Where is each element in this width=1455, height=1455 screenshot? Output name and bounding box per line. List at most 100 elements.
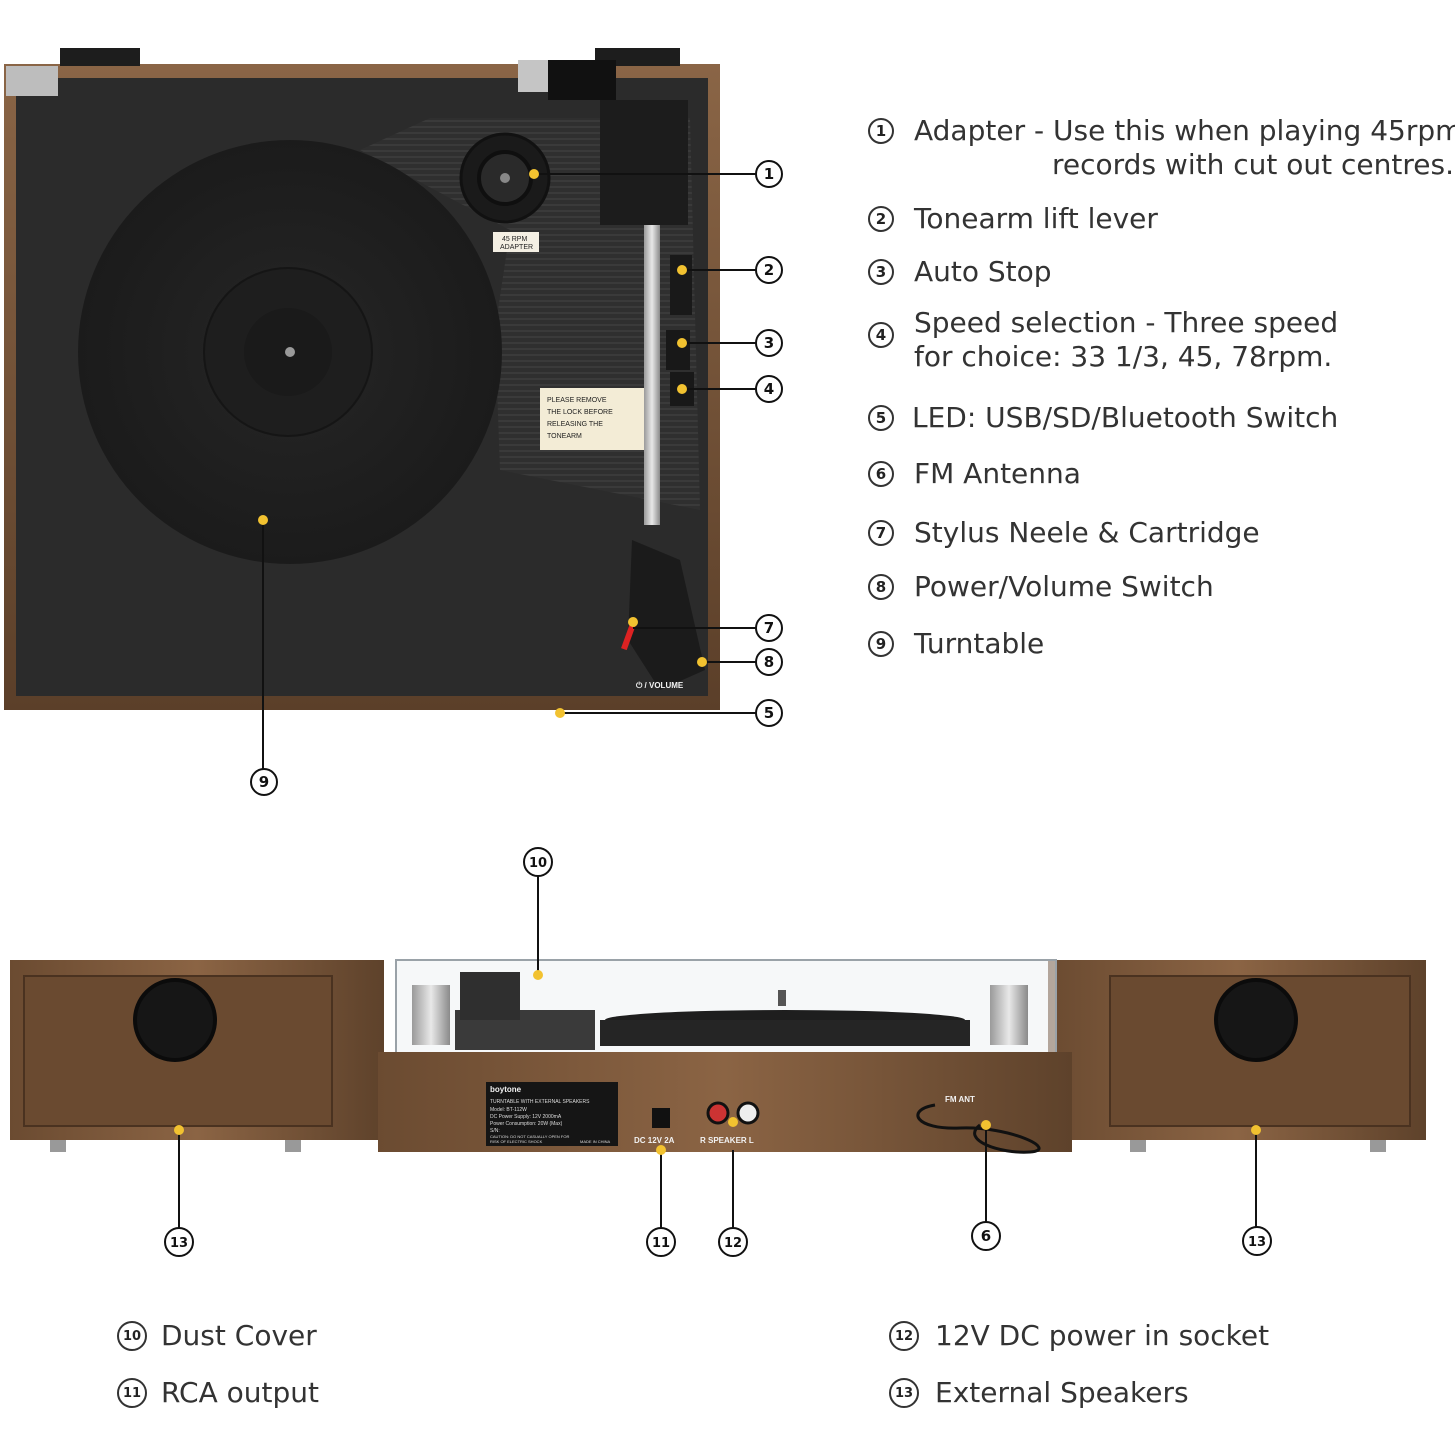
marker-9 (250, 768, 278, 796)
legend-item-8: 8 Power/Volume Switch (868, 570, 1214, 604)
callout-12: 12 (718, 1117, 748, 1257)
legend-label-11: RCA output (161, 1376, 320, 1409)
legend-label-13: External Speakers (935, 1376, 1189, 1409)
legend-label-4-line2: for choice: 33 1/3, 45, 78rpm. (914, 340, 1333, 373)
marker-13-left-num: 13 (170, 1236, 188, 1251)
lock-sticker-line4: TONEARM (547, 433, 582, 440)
speaker-label: R SPEAKER L (700, 1136, 754, 1145)
legend-label-3: Auto Stop (914, 255, 1052, 288)
marker-8 (755, 648, 783, 676)
legend-item-6: 6 FM Antenna (868, 457, 1081, 491)
legend-item-12: 12 12V DC power in socket (889, 1319, 1269, 1353)
rating-line3: DC Power Supply: 12V 2000mA (490, 1114, 562, 1120)
legend-label-8: Power/Volume Switch (914, 570, 1214, 603)
rating-line6: CAUTION: DO NOT CASUALLY OPEN FOR (490, 1134, 569, 1139)
hinge-right (595, 48, 680, 66)
dot-10 (533, 970, 543, 980)
hinge-rear-right (990, 985, 1028, 1045)
speaker-right-foot-a (1130, 1140, 1146, 1152)
callout-13-left: 13 (164, 1125, 194, 1257)
marker-11-num: 11 (652, 1236, 670, 1251)
lift-lever (670, 255, 692, 315)
tonearm-counterweight (600, 100, 688, 225)
rear-view: boytone TURNTABLE WITH EXTERNAL SPEAKERS… (10, 959, 1426, 1154)
auto-stop-switch (666, 330, 690, 370)
marker-5 (755, 699, 783, 727)
rating-line7: RISK OF ELECTRIC SHOCK (490, 1139, 543, 1144)
marker-9-num: 9 (259, 773, 269, 791)
platter-rear-edge (600, 1020, 970, 1046)
adapter-sticker-line1: 45 RPM (502, 236, 527, 243)
legend-num-8: 8 (868, 574, 894, 600)
legend-num-4: 4 (868, 322, 894, 348)
rca-left-jack (736, 1101, 760, 1125)
marker-12-num: 12 (724, 1236, 742, 1251)
rating-line4: Power Consumption: 20W (Max) (490, 1121, 563, 1127)
legend-num-6: 6 (868, 461, 894, 487)
dot-11 (656, 1145, 666, 1155)
callout-6: 6 (971, 1120, 1001, 1251)
dot-5 (555, 708, 565, 718)
legend-label-12: 12V DC power in socket (935, 1319, 1270, 1352)
marker-10-num: 10 (529, 856, 547, 871)
callout-7: 7 (628, 614, 783, 642)
marker-4-num: 4 (764, 380, 774, 398)
callout-2: 2 (677, 256, 783, 284)
rating-line1: TURNTABLE WITH EXTERNAL SPEAKERS (490, 1099, 590, 1105)
callout-13-right: 13 (1242, 1125, 1272, 1256)
legend-num-5: 5 (868, 405, 894, 431)
turntable-top-view: 45 RPM ADAPTER PLEASE REMOVE THE LOCK BE… (4, 48, 720, 710)
marker-3 (755, 329, 783, 357)
marker-11 (646, 1227, 676, 1257)
legend-num-7: 7 (868, 520, 894, 546)
marker-4 (755, 375, 783, 403)
legend-num-1: 1 (868, 118, 894, 144)
adapter-sticker (493, 232, 539, 252)
callout-11: 11 (646, 1145, 676, 1257)
speaker-left-port (133, 978, 217, 1062)
legend-label-1: Adapter - Use this when playing 45rpm re… (914, 114, 1455, 182)
dot-13-right (1251, 1125, 1261, 1135)
hinge-bracket-left (6, 66, 58, 96)
adapter-hole (500, 173, 510, 183)
legend-label-4-line1: Speed selection - Three speed (914, 306, 1339, 339)
callout-10: 10 (523, 847, 553, 980)
fm-label: FM ANT (945, 1095, 975, 1104)
legend-item-13: 13 External Speakers (889, 1376, 1189, 1410)
hinge-left (60, 48, 140, 66)
marker-12 (718, 1227, 748, 1257)
dc-label: DC 12V 2A (634, 1136, 675, 1145)
lock-sticker (540, 388, 648, 450)
dot-4 (677, 384, 687, 394)
legend-label-7: Stylus Neele & Cartridge (914, 516, 1260, 549)
marker-7 (755, 614, 783, 642)
callout-4: 4 (677, 375, 783, 403)
tonearm-rear-head (460, 972, 520, 1020)
legend-num-11: 11 (117, 1378, 147, 1408)
speaker-right-foot-b (1370, 1140, 1386, 1152)
legend-num-9: 9 (868, 631, 894, 657)
dot-1 (529, 169, 539, 179)
hinge-bracket-right (518, 60, 548, 92)
legend-label-9: Turntable (914, 627, 1045, 660)
legend-label-6: FM Antenna (914, 457, 1081, 490)
legend-num-2: 2 (868, 206, 894, 232)
legend-num-10: 10 (117, 1321, 147, 1351)
marker-2-num: 2 (764, 261, 774, 279)
callout-9: 9 (250, 515, 278, 796)
rating-label (486, 1082, 618, 1146)
marker-13-right-num: 13 (1248, 1235, 1266, 1250)
spindle (285, 347, 295, 357)
stylus-red (621, 619, 637, 651)
cartridge (628, 540, 705, 690)
callout-1: 1 (529, 160, 783, 188)
callout-5: 5 (555, 699, 783, 727)
speaker-left-foot-a (50, 1140, 66, 1152)
hinge-rear-left (412, 985, 450, 1045)
legend-item-5: 5 LED: USB/SD/Bluetooth Switch (868, 401, 1338, 435)
dot-2 (677, 265, 687, 275)
legend-item-4: 4 Speed selection - Three speed for choi… (868, 306, 1338, 374)
marker-3-num: 3 (764, 334, 774, 352)
marker-13-left (164, 1227, 194, 1257)
tonearm (644, 225, 660, 525)
